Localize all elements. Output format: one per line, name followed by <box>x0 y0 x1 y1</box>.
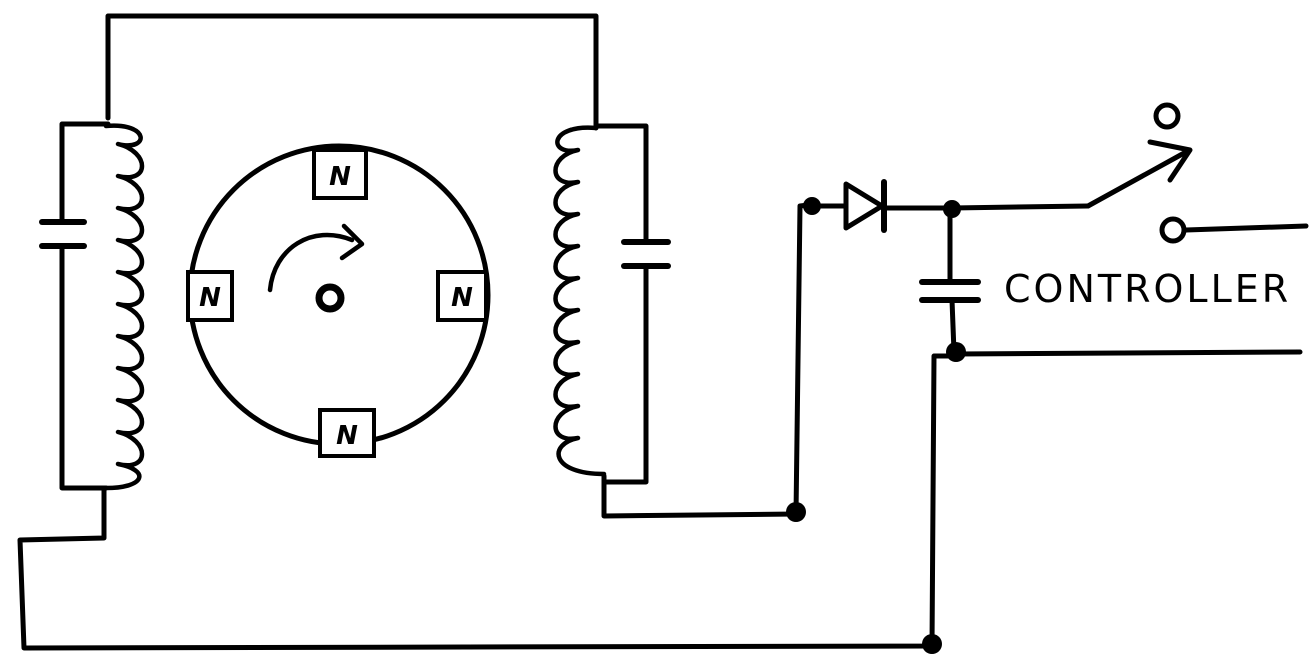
controller-output-wire <box>1183 223 1309 233</box>
controller-lower-rail-wire <box>953 349 1303 357</box>
switch-lever <box>1085 149 1189 209</box>
pole-label: N <box>199 283 221 313</box>
magnet-pole-left: N <box>186 270 234 322</box>
left-coil-frame-wire <box>59 121 111 491</box>
rotation-arrow-head <box>339 223 365 261</box>
magnet-pole-right: N <box>436 270 488 322</box>
right-coil-frame-wire <box>593 123 649 485</box>
pole-label: N <box>451 283 473 313</box>
diode <box>813 179 955 233</box>
right-coil <box>553 125 607 477</box>
rotor: N N N N <box>186 143 491 458</box>
right-coil-assembly <box>553 123 671 485</box>
switch-terminal-upper <box>1153 102 1181 130</box>
controller-label: CONTROLLER <box>1004 267 1291 311</box>
rotation-arrow <box>267 232 355 293</box>
pole-label: N <box>336 421 358 451</box>
left-coil <box>103 123 145 491</box>
junction-dot <box>786 502 806 522</box>
switch-lever-arrow-head <box>1147 139 1193 183</box>
junction-dot <box>803 197 821 215</box>
pole-label: N <box>329 162 351 192</box>
rotor-shaft <box>315 283 345 313</box>
junction-dot <box>922 634 942 654</box>
top-wire <box>105 13 599 131</box>
right-coil-lead-wire <box>601 201 819 519</box>
return-wire <box>17 353 959 651</box>
switch-input-wire <box>949 203 1091 211</box>
switch-terminal-lower <box>1159 216 1187 244</box>
magnet-pole-bottom: N <box>318 408 376 458</box>
left-coil-assembly <box>39 121 145 491</box>
magnet-pole-top: N <box>312 148 368 200</box>
